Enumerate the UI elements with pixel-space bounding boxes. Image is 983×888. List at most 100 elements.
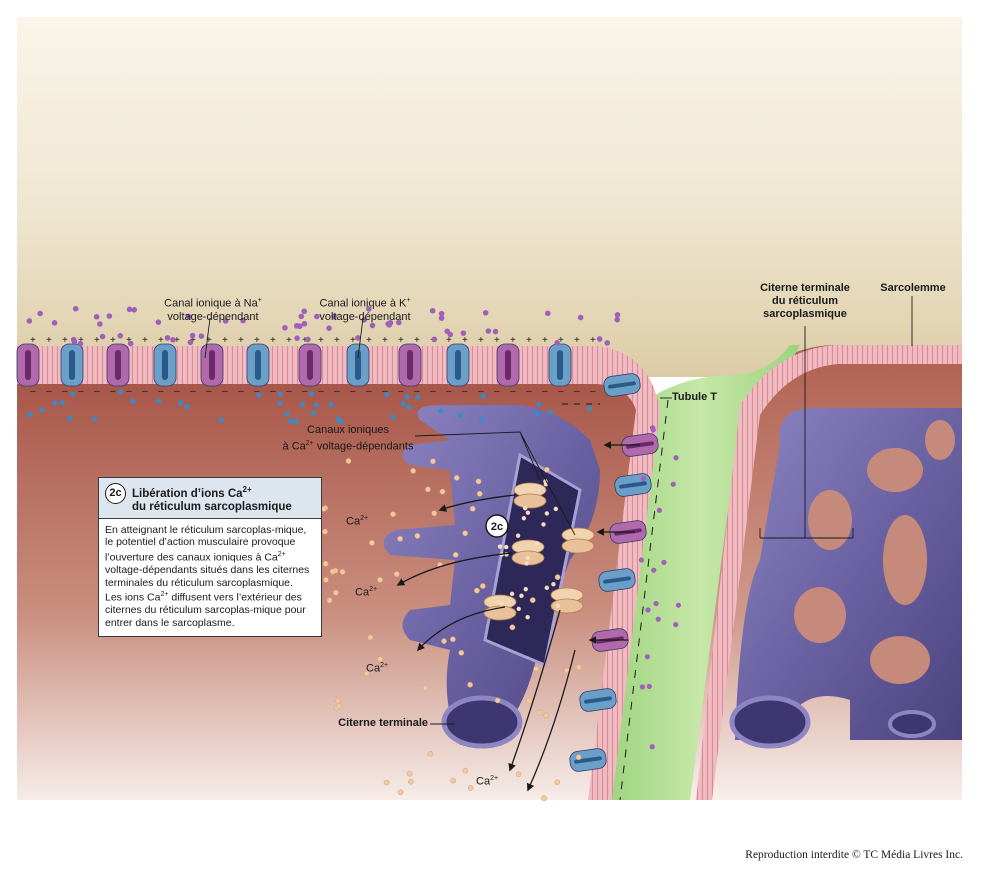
charge-sign: + — [62, 335, 68, 346]
na-ion — [305, 336, 311, 343]
ca-ion — [322, 528, 328, 535]
na-ion — [93, 313, 100, 320]
na-ion — [396, 319, 402, 326]
na-ion — [485, 328, 492, 334]
leader-line — [414, 431, 576, 536]
k-channel — [153, 343, 177, 387]
k-ion — [284, 411, 290, 417]
channel-part — [513, 493, 547, 509]
charge-sign: – — [510, 386, 516, 397]
action-potential-path — [619, 399, 669, 801]
label-ca-ion: Ca2+ — [476, 775, 499, 788]
na-ion — [131, 307, 138, 313]
charge-sign: – — [286, 386, 292, 397]
charge-sign: + — [574, 335, 580, 346]
ca-ion — [377, 656, 383, 662]
ca-ion-inside — [509, 591, 515, 596]
k-channel — [60, 343, 84, 387]
leader-line — [759, 528, 854, 538]
ca-ion — [526, 697, 533, 704]
charge-sign: – — [206, 386, 212, 397]
ca-arrow — [396, 552, 513, 586]
k-channel — [569, 748, 607, 772]
charge-sign: + — [318, 335, 324, 346]
na-ion — [222, 318, 229, 324]
ca-ion-inside — [525, 614, 530, 620]
na-ion — [198, 333, 205, 339]
k-ion — [400, 401, 406, 407]
k-ion — [536, 401, 542, 408]
na-ion — [127, 340, 134, 347]
charge-sign: + — [286, 335, 292, 346]
caption-body: En atteignant le réticulum sarcoplas-miq… — [99, 519, 321, 636]
na-channel — [496, 343, 520, 387]
ca-channel — [550, 587, 584, 614]
charge-sign: + — [494, 335, 500, 346]
ca-ion — [467, 785, 474, 791]
step-caption-box: 2c Libération d’ions Ca2+ du réticulum s… — [98, 477, 322, 637]
charge-sign: + — [190, 335, 196, 346]
label-ca-channels: Canaux ioniques à Ca2+ voltage-dépendant… — [282, 424, 414, 453]
ca-ion-inside — [521, 516, 527, 521]
ca-channel-group — [483, 482, 595, 621]
na-channel — [298, 343, 322, 387]
reticulum-hole — [867, 448, 923, 492]
charge-sign: – — [174, 386, 180, 397]
ca-ion — [453, 475, 460, 481]
charge-sign: – — [190, 386, 196, 397]
charge-sign: + — [30, 335, 36, 346]
k-ion — [27, 412, 33, 418]
charge-sign: – — [110, 386, 116, 397]
channel-pore — [115, 350, 121, 380]
na-ion — [429, 307, 436, 314]
ca-ion — [494, 697, 501, 704]
na-ion — [326, 325, 332, 331]
ca-ion — [377, 577, 383, 583]
charge-sign: – — [398, 386, 404, 397]
na-channel — [16, 343, 40, 387]
na-ion — [614, 316, 621, 323]
k-ion — [384, 391, 390, 398]
channel-pore — [407, 350, 413, 380]
na-ion — [646, 683, 652, 689]
na-ion — [369, 322, 376, 329]
k-channel — [346, 343, 370, 387]
leader-line — [760, 326, 853, 539]
ca-ion — [439, 488, 446, 495]
na-ion — [126, 306, 133, 313]
channel-pore — [307, 350, 313, 380]
charge-sign: – — [318, 386, 324, 397]
ca-ion-inside — [525, 555, 530, 561]
na-ion — [438, 310, 445, 317]
ca-ion — [533, 666, 540, 672]
charge-sign: – — [126, 386, 132, 397]
k-ion — [404, 394, 410, 400]
na-ion — [645, 607, 651, 613]
na-ion — [187, 339, 194, 346]
label-ca-ion: Ca2+ — [346, 515, 369, 528]
ca-ion — [536, 709, 543, 716]
channel-pore — [574, 756, 602, 764]
k-ion — [299, 401, 305, 408]
charge-sign: – — [270, 386, 276, 397]
channel-part — [550, 598, 584, 614]
tubule-channel-row — [569, 373, 659, 772]
k-channel — [579, 688, 617, 712]
caption-paragraph: Les ions Ca2+ diffusent vers l’extérieur… — [105, 591, 306, 629]
k-ion — [586, 406, 592, 412]
ca-ion — [329, 568, 336, 575]
ca-ion — [575, 754, 582, 761]
ca-ion-inside — [541, 522, 546, 527]
label-k-channel: Canal ionique à K+ voltage-dépendant — [319, 297, 411, 323]
ca-ion — [326, 597, 333, 604]
charge-sign: – — [254, 386, 260, 397]
ca-ion — [462, 767, 469, 774]
ca-ion-inside — [555, 603, 561, 608]
k-ion — [390, 414, 396, 420]
ion-particles — [26, 305, 681, 802]
na-ion — [298, 313, 305, 320]
charge-sign: + — [206, 335, 212, 346]
k-ion — [311, 410, 317, 416]
k-ion — [415, 394, 421, 400]
ca-ion — [475, 478, 482, 485]
